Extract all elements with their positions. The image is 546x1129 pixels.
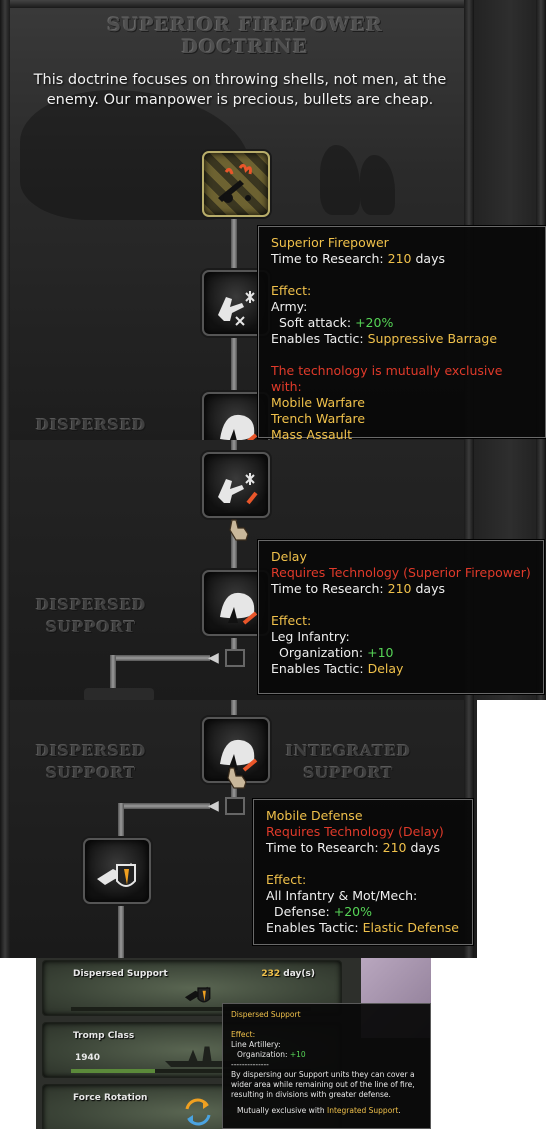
tooltip-effect-target: All Infantry & Mot/Mech:: [266, 888, 418, 903]
window-frame-right: [536, 0, 546, 440]
soldier-explosion-icon: [220, 592, 258, 625]
tech-connector-line: [118, 803, 124, 838]
next-tech-slot: [84, 688, 154, 700]
tooltip-modifier: Organization: +10: [237, 1050, 306, 1059]
tooltip-time-to-research: Time to Research: 210 days: [266, 840, 440, 855]
tooltip-requires: Requires Technology (Superior Firepower): [271, 565, 531, 580]
hand-cursor-icon: [229, 519, 249, 541]
tooltip-exclusive-item: Trench Warfare: [271, 411, 366, 426]
window-frame-divider: [464, 0, 474, 440]
tooltip-time-to-research: Time to Research: 210 days: [271, 581, 445, 596]
artillery-blast-icon: [218, 163, 252, 203]
doctrine-title: SUPERIOR FIREPOWER DOCTRINE: [70, 14, 420, 58]
tech-delay-icon[interactable]: [202, 717, 270, 783]
tooltip-effect-label: Effect:: [271, 613, 312, 628]
tooltip-tech-name: Superior Firepower: [271, 235, 389, 250]
tooltip-tactic: Enables Tactic: Suppressive Barrage: [271, 331, 498, 346]
tooltip-effect-target: Army:: [271, 299, 308, 314]
tooltip-exclusive-item: Mobile Warfare: [271, 395, 365, 410]
soldier-explosion-icon: [220, 739, 258, 772]
research-queue-panel: Dispersed Support 232 day(s) Tromp Class…: [36, 958, 431, 1129]
soldier-shield-icon: [97, 863, 136, 887]
soldier-silhouette: [360, 155, 395, 215]
research-progress-bar: [71, 1069, 311, 1073]
tooltip-tech-name: Mobile Defense: [266, 808, 363, 823]
window-frame-left: [0, 0, 10, 440]
window-frame-top: [0, 0, 546, 8]
branch-connector-node: [225, 797, 245, 815]
tooltip-description: By dispersing our Support units they can…: [231, 1070, 415, 1099]
branch-label-dispersed-support: DISPERSED SUPPORT: [36, 596, 147, 636]
branch-label-dispersed: DISPERSED: [36, 416, 147, 434]
tech-tooltip-mobile-defense: Mobile Defense Requires Technology (Dela…: [253, 799, 473, 945]
research-item-name: Tromp Class: [73, 1031, 135, 1041]
research-tooltip-dispersed-support: Dispersed Support Effect: Line Artillery…: [222, 1003, 431, 1129]
tech-connector-line: [231, 780, 237, 806]
tooltip-effect-label: Effect:: [231, 1030, 256, 1039]
tooltip-tech-name: Delay: [271, 549, 307, 564]
branch-label-dispersed-support: DISPERSED SUPPORT: [36, 742, 147, 782]
doctrine-description: This doctrine focuses on throwing shells…: [33, 72, 447, 108]
tooltip-tactic: Enables Tactic: Delay: [271, 661, 404, 676]
tooltip-effect-label: Effect:: [266, 872, 307, 887]
tooltip-exclusive-label: The technology is mutually exclusive wit…: [271, 363, 503, 394]
tech-superior-firepower-icon[interactable]: [202, 151, 270, 217]
soldier-explosion-icon: [220, 414, 258, 440]
tooltip-exclusive: Mutually exclusive with Integrated Suppo…: [237, 1106, 401, 1115]
research-progress-fill: [71, 1069, 155, 1073]
tooltip-modifier: Soft attack: +20%: [279, 315, 394, 330]
tooltip-modifier: Defense: +20%: [274, 904, 372, 919]
doctrine-title-line1: SUPERIOR FIREPOWER: [107, 14, 383, 36]
arrow-left-icon: ◀: [208, 798, 219, 814]
doctrine-panel-delay: ◀ DISPERSED SUPPORT Delay Requires Techn…: [0, 440, 546, 700]
tooltip-time-to-research: Time to Research: 210 days: [271, 251, 445, 266]
tooltip-modifier: Organization: +10: [279, 645, 394, 660]
research-item-name: Force Rotation: [73, 1093, 148, 1103]
tooltip-requires: Requires Technology (Delay): [266, 824, 444, 839]
research-item-days: 232 day(s): [261, 969, 315, 979]
research-item-name: Dispersed Support: [73, 969, 168, 979]
tooltip-tech-name: Dispersed Support: [231, 1010, 301, 1019]
soldier-shield-icon: [184, 986, 211, 1003]
doctrine-panel-mobile-defense: ◀ DISPERSED SUPPORT INTEGRATED SUPPORT M…: [0, 700, 477, 958]
tech-tooltip-delay: Delay Requires Technology (Superior Fire…: [258, 540, 544, 694]
tech-connector-line: [118, 803, 210, 809]
branch-connector-node: [225, 649, 245, 667]
tech-suppressive-barrage-icon[interactable]: [202, 452, 270, 518]
hand-cursor-icon: [227, 767, 247, 789]
window-frame-left: [0, 440, 10, 700]
tech-dispersed-support-icon[interactable]: [83, 838, 151, 904]
doctrine-title-line2: DOCTRINE: [181, 36, 309, 58]
research-progress-bar: [71, 1007, 311, 1011]
tooltip-effect-target: Line Artillery:: [231, 1040, 281, 1049]
arrow-left-icon: ◀: [208, 650, 219, 666]
tooltip-exclusive-item: Mass Assault: [271, 427, 352, 440]
tech-connector-line: [110, 655, 210, 661]
tooltip-separator: --------------: [231, 1060, 269, 1069]
soldier-silhouette: [320, 145, 360, 215]
window-frame-left: [0, 700, 10, 958]
tech-connector-line: [118, 905, 124, 958]
tooltip-tactic: Enables Tactic: Elastic Defense: [266, 920, 459, 935]
doctrine-panel-superior-firepower: SUPERIOR FIREPOWER DOCTRINE This doctrin…: [0, 0, 546, 440]
tooltip-effect-target: Leg Infantry:: [271, 629, 350, 644]
infantry-firing-icon: [218, 291, 255, 326]
tech-connector-line: [110, 655, 116, 700]
tech-connector-line: [231, 700, 237, 720]
tech-tooltip-superior-firepower: Superior Firepower Time to Research: 210…: [258, 226, 546, 440]
branch-label-integrated-support: INTEGRATED SUPPORT: [286, 742, 412, 782]
rotation-arrows-icon: [185, 1098, 211, 1126]
research-item-year: 1940: [75, 1053, 101, 1063]
tooltip-effect-label: Effect:: [271, 283, 312, 298]
infantry-firing-icon: [218, 473, 258, 505]
